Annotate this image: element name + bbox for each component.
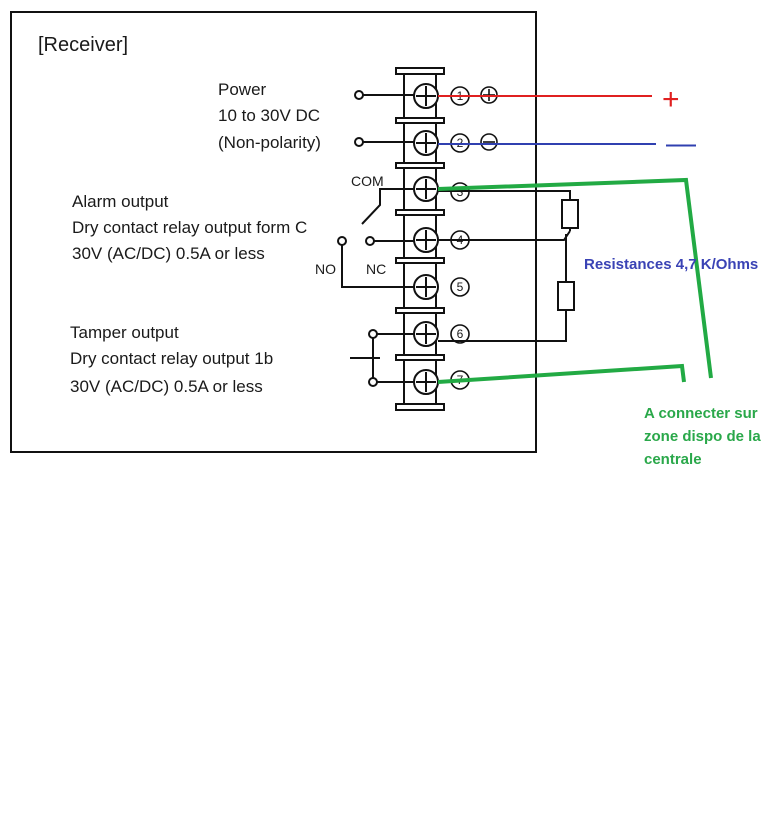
connect-note-line2: zone dispo de la [644, 428, 761, 445]
alarm-type: Dry contact relay output form C [72, 218, 307, 237]
power-label: Power [218, 80, 267, 99]
com-label: COM [351, 173, 384, 189]
alarm-rating: 30V (AC/DC) 0.5A or less [72, 244, 265, 263]
tamper-type: Dry contact relay output 1b [70, 349, 273, 368]
resistance-note: Resistances 4,7 K/Ohms [584, 256, 758, 273]
plus-sign: + [662, 83, 680, 116]
nc-label: NC [366, 261, 386, 277]
internal-wiring [337, 90, 571, 387]
resistor-2 [557, 281, 575, 311]
screw-7-icon [413, 369, 439, 395]
screw-2-icon [413, 130, 439, 156]
alarm-label: Alarm output [72, 192, 169, 211]
connect-note-line1: A connecter sur [644, 405, 758, 422]
screw-4-icon [413, 227, 439, 253]
screw-3-icon [413, 176, 439, 202]
screw-5-icon [413, 274, 439, 300]
polarity-minus-icon [480, 133, 498, 151]
tamper-rating: 30V (AC/DC) 0.5A or less [70, 377, 263, 396]
connect-note-line3: centrale [644, 451, 702, 468]
resistor-1 [561, 199, 579, 229]
zone-wire-tamper [437, 363, 686, 384]
terminal-6-number: 6 [457, 327, 464, 341]
terminal-5-number: 5 [457, 280, 464, 294]
no-label: NO [315, 261, 336, 277]
tamper-label: Tamper output [70, 323, 179, 342]
power-voltage: 10 to 30V DC [218, 106, 320, 125]
receiver-frame [10, 11, 537, 453]
power-polarity: (Non-polarity) [218, 133, 321, 152]
minus-sign: — [666, 127, 696, 160]
zone-wire-com [437, 177, 713, 379]
screw-1-icon [413, 83, 439, 109]
terminal-5-marker [450, 277, 470, 297]
receiver-title: [Receiver] [38, 34, 128, 56]
terminal-6-marker [450, 324, 470, 344]
screw-6-icon [413, 321, 439, 347]
